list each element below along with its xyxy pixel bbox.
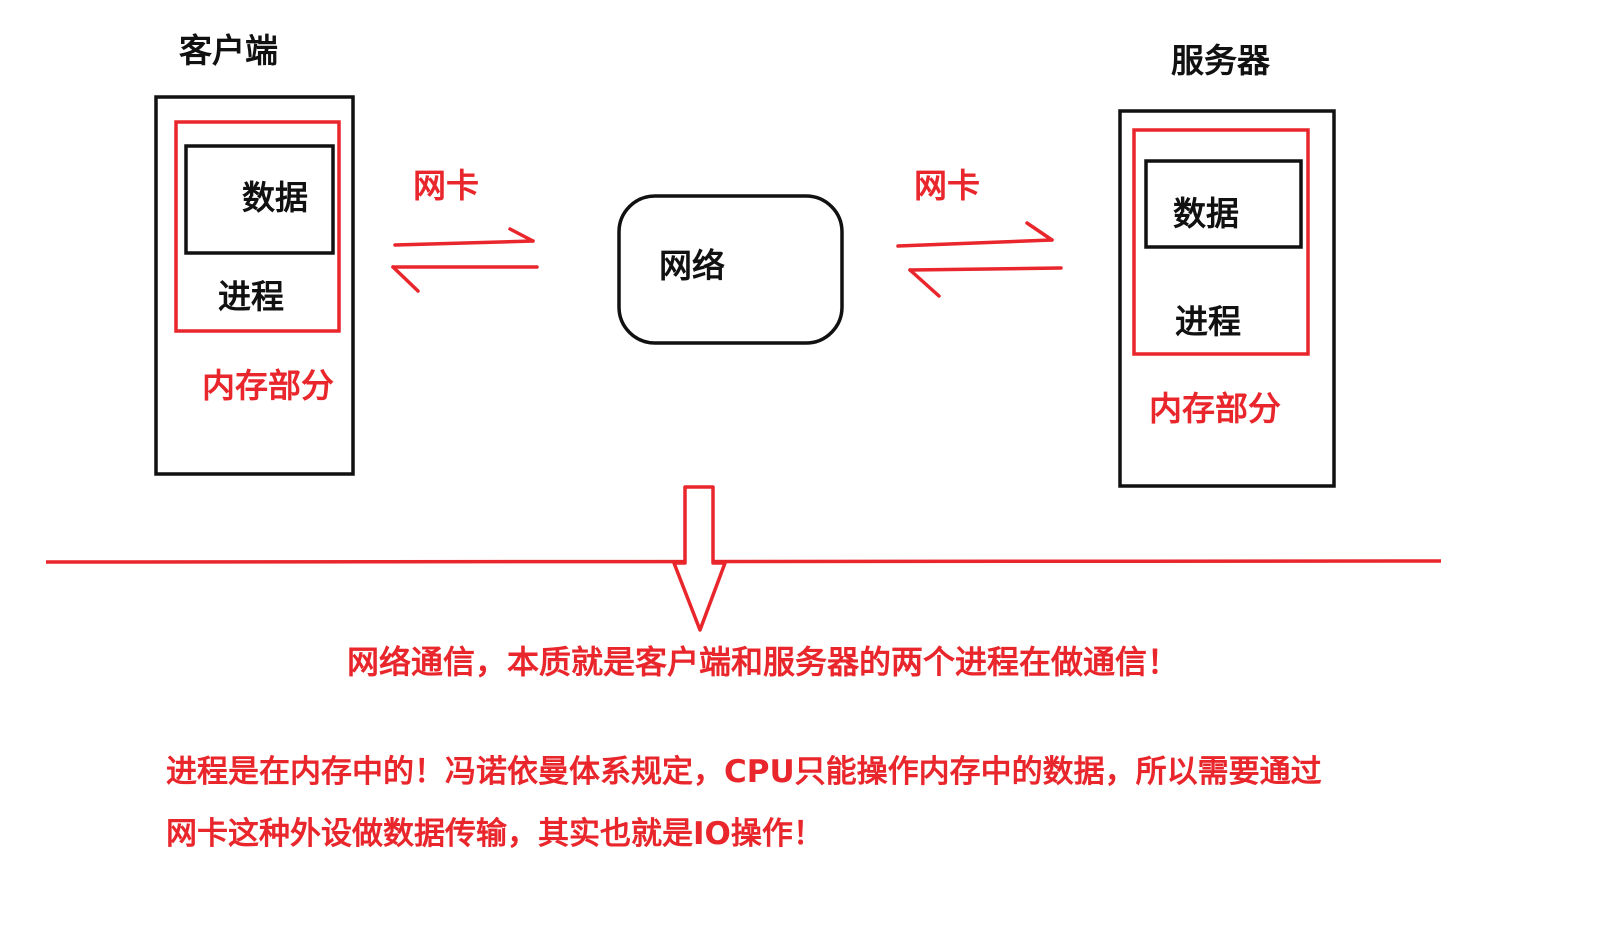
server-data-box bbox=[1144, 159, 1303, 249]
detail-note-line2: 网卡这种外设做数据传输，其实也就是IO操作！ bbox=[166, 816, 824, 852]
server-data-label: 数据 bbox=[1173, 194, 1239, 233]
divider-line bbox=[45, 559, 1442, 564]
server-memory-box bbox=[1132, 128, 1310, 356]
client-title: 客户端 bbox=[179, 31, 278, 70]
down-arrow bbox=[672, 485, 727, 632]
client-data-label: 数据 bbox=[242, 178, 308, 217]
client-nic-arrows bbox=[391, 227, 539, 293]
server-process-label: 进程 bbox=[1175, 302, 1241, 341]
client-data-box bbox=[184, 144, 335, 255]
network-box bbox=[617, 194, 844, 345]
server-title: 服务器 bbox=[1171, 41, 1270, 80]
server-nic-label: 网卡 bbox=[914, 166, 980, 205]
client-machine-box bbox=[154, 95, 355, 476]
detail-note-line1: 进程是在内存中的！冯诺依曼体系规定，CPU只能操作内存中的数据，所以需要通过 bbox=[166, 754, 1322, 790]
server-memory-label: 内存部分 bbox=[1149, 389, 1281, 428]
client-memory-label: 内存部分 bbox=[202, 366, 334, 405]
network-label: 网络 bbox=[659, 246, 725, 285]
client-memory-box bbox=[174, 120, 341, 333]
summary-note: 网络通信，本质就是客户端和服务器的两个进程在做通信！ bbox=[347, 643, 1180, 681]
client-nic-label: 网卡 bbox=[413, 166, 479, 205]
client-process-label: 进程 bbox=[218, 277, 284, 316]
server-machine-box bbox=[1118, 109, 1336, 488]
server-nic-arrows bbox=[896, 221, 1063, 298]
